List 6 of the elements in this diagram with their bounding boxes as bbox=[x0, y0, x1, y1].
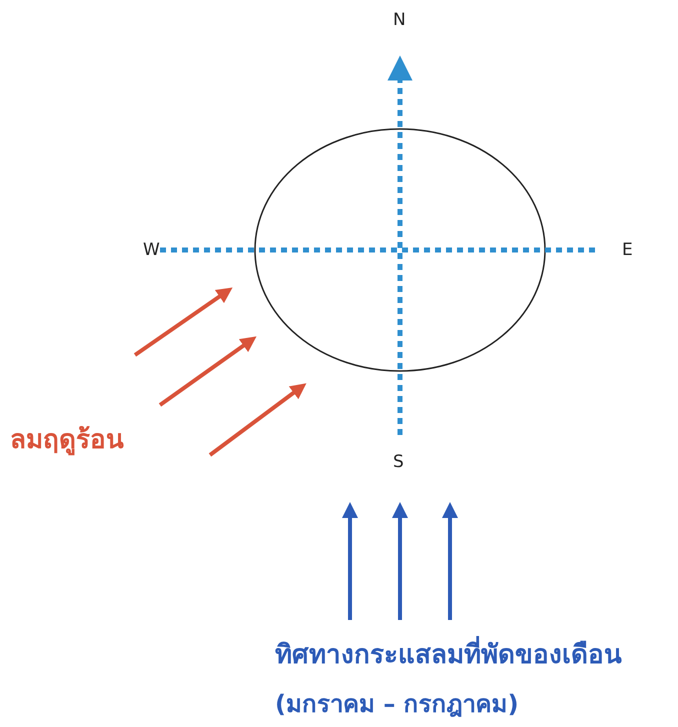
compass-label: E bbox=[622, 240, 633, 260]
compass-label: W bbox=[143, 240, 160, 260]
wind-label: ลมฤดูร้อน bbox=[10, 425, 124, 456]
compass-label: S bbox=[393, 452, 404, 472]
compass-label: N bbox=[393, 10, 406, 30]
caption-text: (มกราคม – กรกฎาคม) bbox=[275, 690, 519, 719]
